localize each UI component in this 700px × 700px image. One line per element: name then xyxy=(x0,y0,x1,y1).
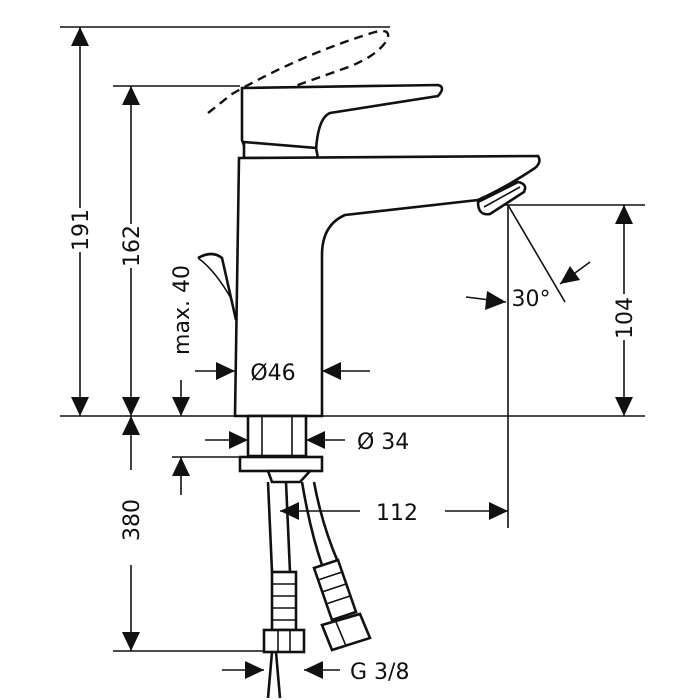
label-diameter-46: Ø46 xyxy=(250,361,295,386)
right-hose-line-2 xyxy=(312,481,340,563)
right-fitting-groove-2 xyxy=(321,583,347,593)
dim-30-arrow-right xyxy=(560,266,580,284)
right-hose-fitting xyxy=(312,558,358,622)
mounting-plate xyxy=(238,455,324,473)
label-104-bg xyxy=(610,294,638,340)
label-191: 191 xyxy=(69,209,94,251)
dim-34-arrow-right xyxy=(306,431,325,449)
lever-raised-outline xyxy=(207,29,390,114)
label-112: 112 xyxy=(376,501,418,526)
dim-162-arrow-bottom xyxy=(122,397,140,416)
left-hose-tail-2 xyxy=(274,651,282,699)
dim-380-arrow-bottom xyxy=(122,632,140,651)
dim-104-arrow-top xyxy=(615,205,633,224)
label-angle-30: 30° xyxy=(512,287,551,312)
left-hose-fitting xyxy=(270,570,298,632)
label-g-3-8: G 3/8 xyxy=(350,660,409,685)
label-380: 380 xyxy=(120,499,145,541)
label-162-bg xyxy=(117,224,145,268)
label-162: 162 xyxy=(120,225,145,267)
mounting-nut xyxy=(266,469,313,484)
under-deck-parts xyxy=(238,414,372,699)
left-hose-nut xyxy=(262,628,306,654)
dim-46-arrow-right xyxy=(322,362,341,380)
pop-up-rod-back xyxy=(197,257,233,301)
label-max-40: max. 40 xyxy=(170,265,195,355)
dim-191-arrow-top xyxy=(71,27,89,46)
right-hose-nut xyxy=(320,612,372,652)
right-hose-line-1 xyxy=(300,481,324,566)
label-104: 104 xyxy=(613,297,638,339)
angle-line xyxy=(507,204,566,303)
aerator-ring xyxy=(483,186,521,208)
label-diameter-34: Ø 34 xyxy=(357,430,409,455)
dim-104-arrow-bottom xyxy=(615,397,633,416)
dim-380-arrow-top xyxy=(122,416,140,435)
dim-40-arrow xyxy=(172,397,190,416)
pop-up-rod xyxy=(197,252,238,321)
right-fitting-groove-1 xyxy=(317,571,343,581)
dim-112-arrow-left xyxy=(280,502,299,520)
faucet-body xyxy=(197,29,541,418)
left-hose-line-2 xyxy=(284,481,292,573)
dim-plate-arrow xyxy=(172,457,190,476)
dim-34-arrow-left xyxy=(229,431,248,449)
right-nut-line xyxy=(335,621,347,647)
dim-112-arrow-right xyxy=(489,502,508,520)
dimension-labels: 191 162 max. 40 Ø46 104 30° Ø 34 112 380… xyxy=(66,208,638,685)
dim-191-arrow-bottom xyxy=(71,397,89,416)
dim-30-arrow-left xyxy=(485,291,506,310)
left-hose-line-1 xyxy=(266,481,274,573)
left-hose-tail xyxy=(266,651,274,699)
dim-162-arrow-top xyxy=(122,86,140,105)
threaded-shank xyxy=(246,414,308,458)
label-191-bg xyxy=(66,208,94,252)
dimension-lines xyxy=(71,27,633,679)
dim-g38-arrow-left xyxy=(245,661,264,679)
extension-lines xyxy=(60,26,645,652)
dim-46-arrow-left xyxy=(216,362,235,380)
right-fitting-groove-3 xyxy=(325,595,351,605)
faucet-body-spout xyxy=(233,154,541,418)
dim-g38-arrow-right xyxy=(304,661,323,679)
